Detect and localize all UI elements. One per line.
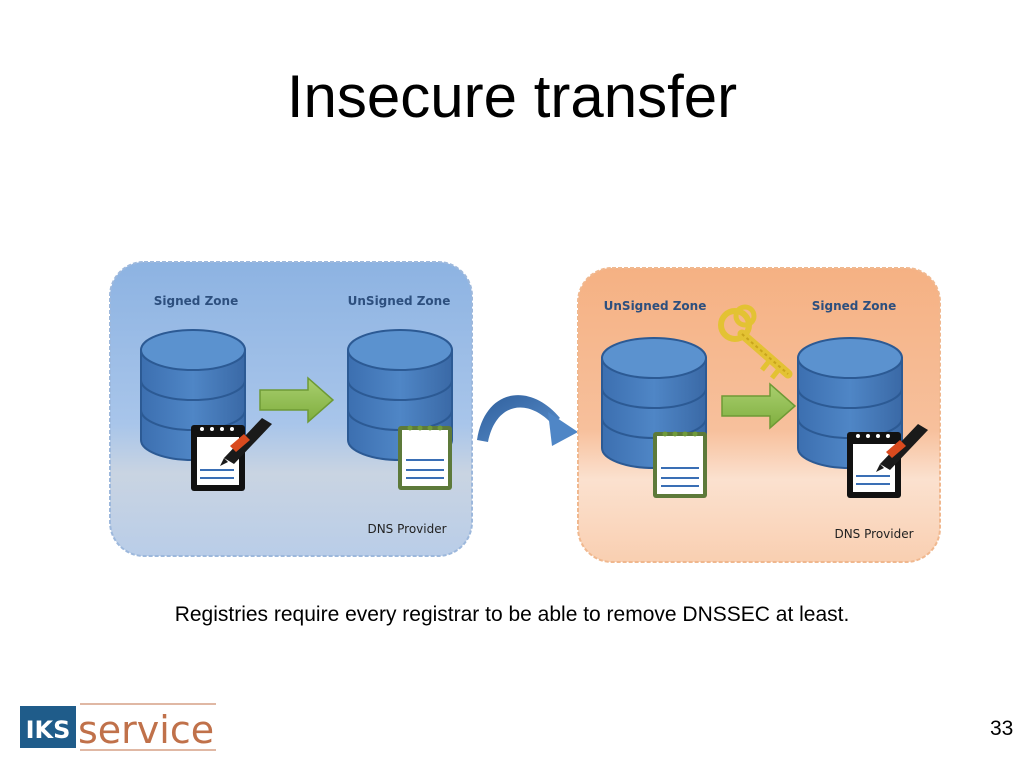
iks-service-logo: IKS service bbox=[20, 703, 216, 752]
logo-mark: IKS bbox=[26, 716, 71, 744]
left-unsigned-zone-label: UnSigned Zone bbox=[348, 294, 451, 308]
left-signed-zone-label: Signed Zone bbox=[154, 294, 238, 308]
curved-arrow-icon bbox=[477, 395, 578, 446]
unsigned-document-icon bbox=[398, 425, 452, 490]
signed-document-icon bbox=[191, 418, 272, 491]
green-arrow-icon bbox=[259, 376, 335, 424]
logo-mark-box bbox=[20, 706, 76, 748]
slide-caption: Registries require every registrar to be… bbox=[174, 603, 850, 626]
slide-title: Insecure transfer bbox=[286, 63, 738, 130]
page-number: 33 bbox=[990, 717, 1014, 740]
left-provider-panel: Signed Zone UnSigned Zone DNS Provider bbox=[109, 261, 473, 557]
right-signed-zone-label: Signed Zone bbox=[812, 299, 896, 313]
golden-key-icon bbox=[718, 304, 793, 380]
right-dns-provider-label: DNS Provider bbox=[834, 527, 913, 541]
green-arrow-icon bbox=[721, 382, 797, 430]
logo-word: service bbox=[78, 708, 214, 752]
unsigned-document-icon bbox=[653, 431, 707, 498]
right-unsigned-zone-label: UnSigned Zone bbox=[604, 299, 707, 313]
left-dns-provider-label: DNS Provider bbox=[367, 522, 446, 536]
right-provider-panel: UnSigned Zone Signed Zone DNS Provider bbox=[577, 267, 941, 563]
signed-document-icon bbox=[847, 424, 928, 498]
